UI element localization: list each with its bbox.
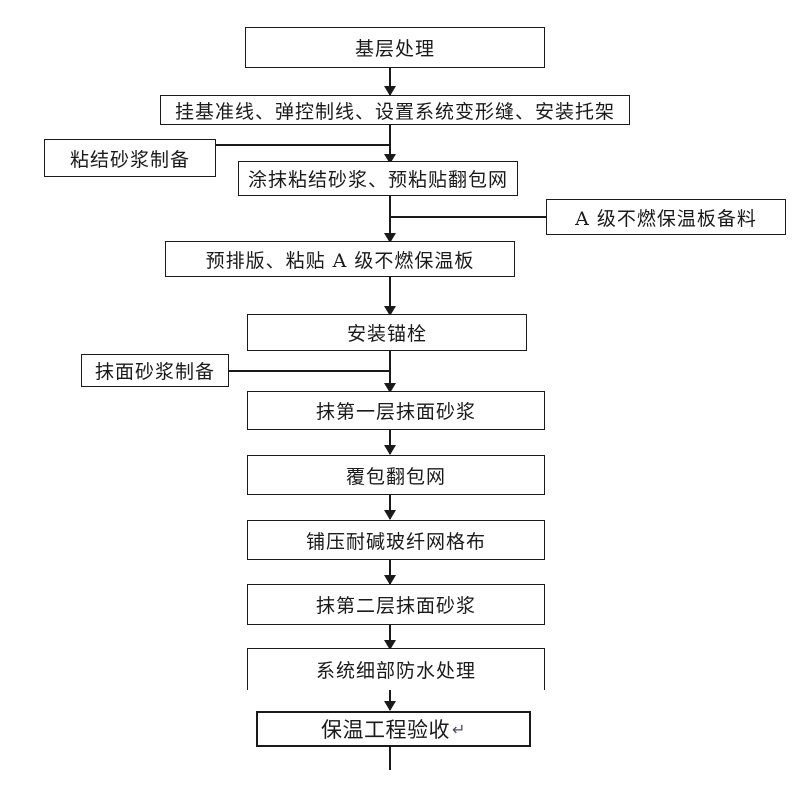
connector-side3-main — [229, 370, 391, 372]
connector-n11-tail — [389, 746, 391, 770]
node-second-plaster-layer[interactable]: 抹第二层抹面砂浆 — [247, 584, 545, 625]
carriage-return-mark: ↵ — [452, 719, 466, 739]
node-bonding-mortar-prep[interactable]: 粘结砂浆制备 — [44, 139, 216, 177]
node-label: 涂抹粘结砂浆、预粘贴翻包网 — [247, 169, 508, 191]
node-label: 抹面砂浆制备 — [94, 361, 215, 383]
connector-n10-n11 — [389, 683, 391, 710]
connector-n9-n10 — [389, 625, 391, 649]
node-label: 挂基准线、弹控制线、设置系统变形缝、安装托架 — [174, 100, 615, 123]
arrowhead-n8-n9 — [384, 575, 396, 585]
node-label: 保温工程验收 — [321, 718, 451, 742]
node-apply-bonding-mortar[interactable]: 涂抹粘结砂浆、预粘贴翻包网 — [238, 161, 518, 196]
connector-side1-main — [216, 144, 391, 146]
node-label: 系统细部防水处理 — [315, 660, 476, 682]
arrowhead-n5-n6 — [384, 383, 396, 393]
arrowhead-n2-n3 — [384, 154, 396, 164]
connector-n6-n7 — [389, 430, 391, 454]
connector-n4-n5 — [389, 277, 391, 315]
node-label: 基层处理 — [354, 38, 435, 60]
node-preset-and-paste-board[interactable]: 预排版、粘贴 A 级不燃保温板 — [165, 241, 515, 277]
node-label: 覆包翻包网 — [345, 465, 446, 488]
arrowhead-n6-n7 — [384, 445, 396, 455]
node-wrap-mesh[interactable]: 覆包翻包网 — [247, 455, 545, 495]
node-label: 粘结砂浆制备 — [69, 148, 190, 171]
node-label: 安装锚栓 — [346, 323, 427, 345]
node-label: 铺压耐碱玻纤网格布 — [305, 530, 486, 553]
arrowhead-n3-n4 — [384, 233, 396, 243]
node-label: 预排版、粘贴 A 级不燃保温板 — [205, 249, 475, 272]
arrowhead-n10-n11 — [384, 701, 396, 711]
arrowhead-n1-n2 — [384, 86, 396, 96]
node-label: 抹第一层抹面砂浆 — [315, 401, 476, 423]
connector-side2-main — [389, 216, 546, 218]
connector-n7-n8 — [389, 495, 391, 519]
node-layout-lines[interactable]: 挂基准线、弹控制线、设置系统变形缝、安装托架 — [160, 95, 630, 125]
node-alkali-resistant-mesh[interactable]: 铺压耐碱玻纤网格布 — [247, 520, 545, 560]
arrowhead-n4-n5 — [384, 306, 396, 316]
node-install-anchors[interactable]: 安装锚栓 — [247, 314, 527, 351]
arrowhead-n7-n8 — [384, 510, 396, 520]
connector-n8-n9 — [389, 560, 391, 584]
node-waterproof-detailing[interactable]: 系统细部防水处理 — [247, 648, 545, 690]
node-first-plaster-layer[interactable]: 抹第一层抹面砂浆 — [247, 391, 545, 430]
node-label: A 级不燃保温板备料 — [575, 207, 757, 230]
node-insulation-acceptance[interactable]: 保温工程验收↵ — [256, 711, 531, 747]
node-plaster-mortar-prep[interactable]: 抹面砂浆制备 — [81, 354, 229, 387]
node-class-a-board-supply[interactable]: A 级不燃保温板备料 — [546, 199, 786, 235]
connector-n1-n2 — [389, 68, 391, 95]
arrowhead-n9-n10 — [384, 640, 396, 650]
node-base-treatment[interactable]: 基层处理 — [245, 27, 545, 68]
connector-n3-n4 — [389, 196, 391, 242]
node-label: 抹第二层抹面砂浆 — [315, 595, 476, 617]
